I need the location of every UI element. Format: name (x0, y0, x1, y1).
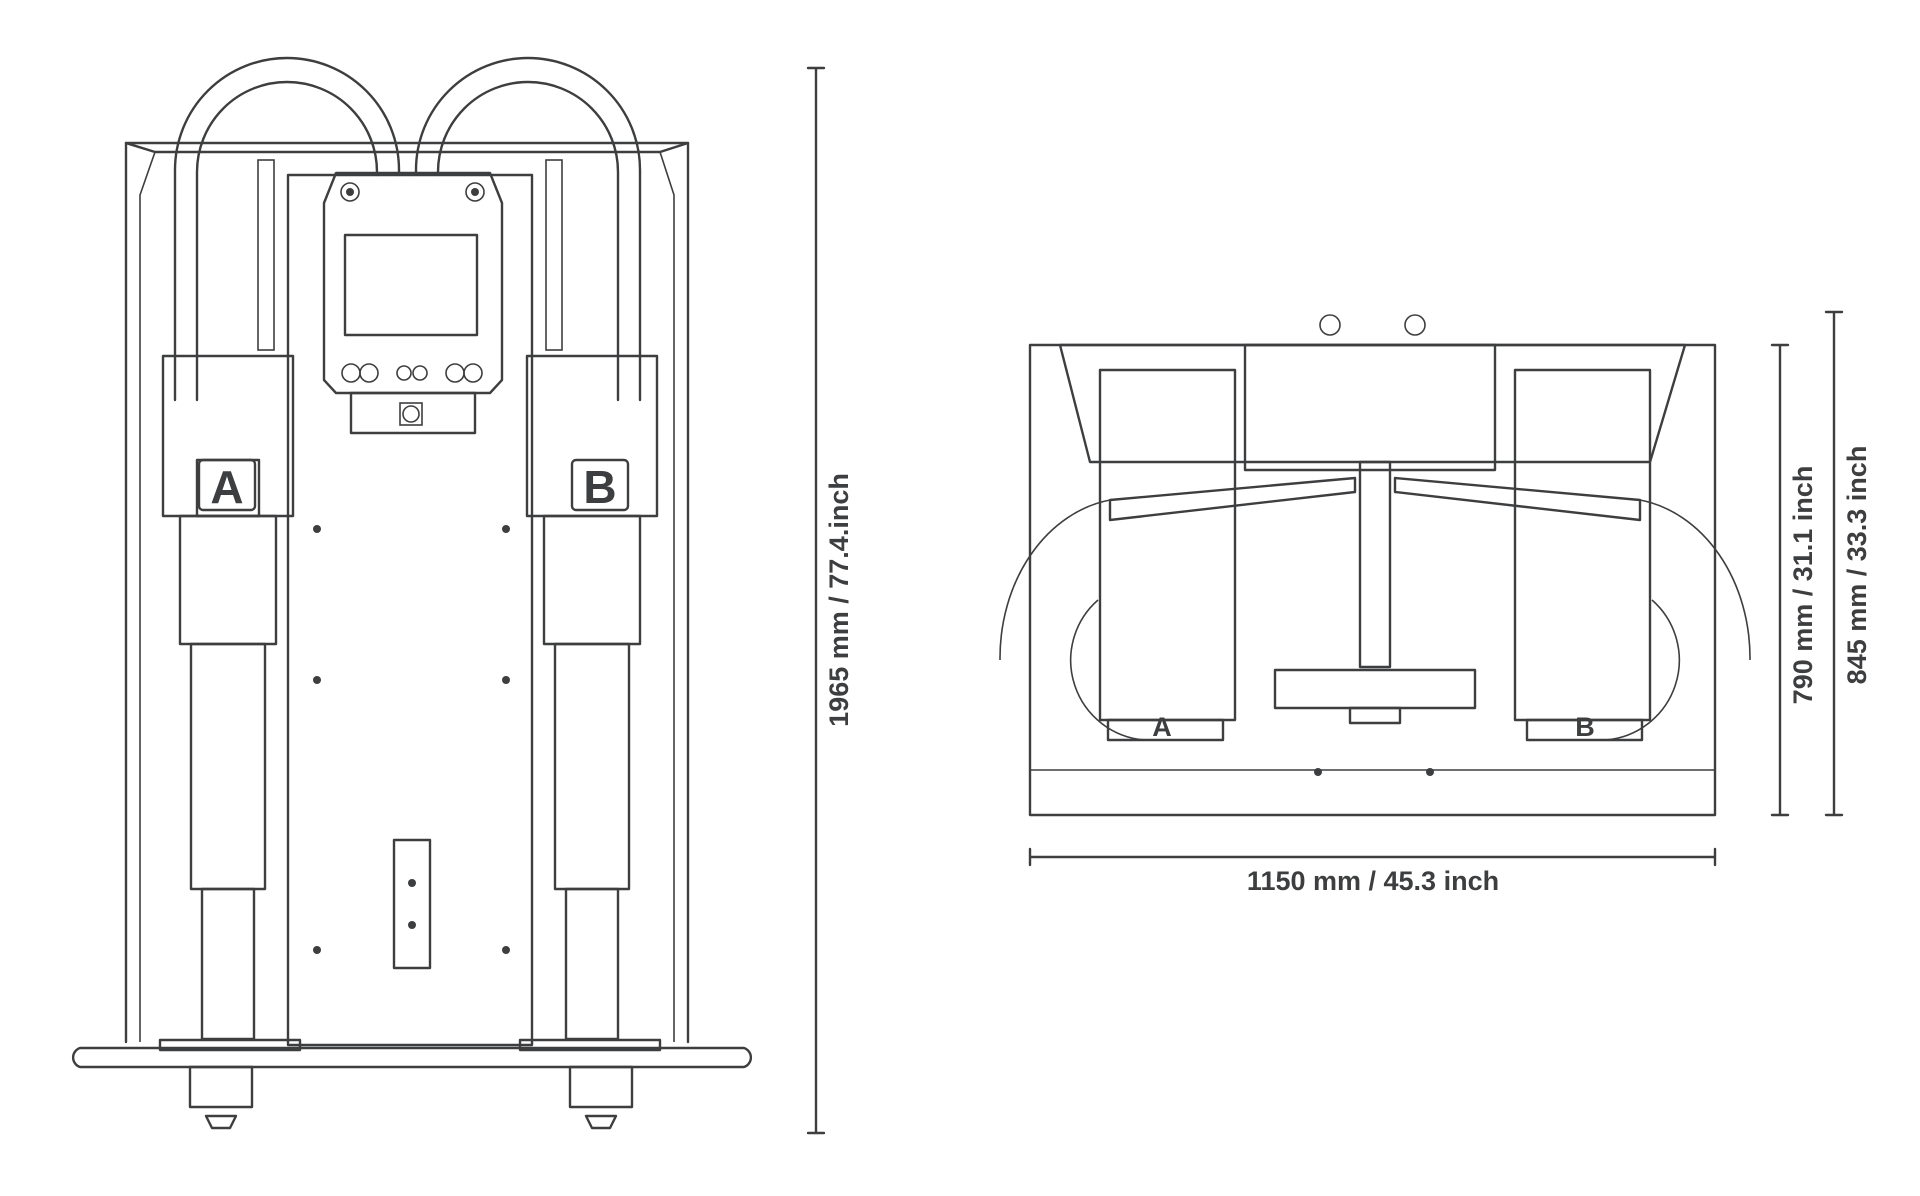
label-a-box: A (197, 458, 257, 513)
height-dimension: 1965 mm / 77.4.inch (806, 66, 854, 1135)
hose-a (173, 56, 401, 402)
hose-b (414, 56, 642, 402)
tank-b: B (1513, 368, 1751, 742)
depth-dimension-outer: 845 mm / 33.3 inch (1824, 310, 1872, 817)
cylinder-b (518, 159, 662, 1052)
control-box (322, 171, 504, 435)
tank-b-label: B (1575, 712, 1595, 742)
tank-a-label: A (1152, 712, 1172, 742)
cylinder-a (158, 159, 302, 1052)
depth-dimension-inner: 790 mm / 31.1 inch (1770, 343, 1818, 817)
width-dimension-label: 1150 mm / 45.3 inch (1247, 866, 1499, 896)
depth-inner-label: 790 mm / 31.1 inch (1788, 466, 1818, 705)
top-view: A B (999, 314, 1751, 817)
front-view: A B (71, 56, 753, 1130)
height-dimension-label: 1965 mm / 77.4.inch (824, 473, 854, 727)
label-a: A (210, 461, 243, 513)
tank-a: A (999, 368, 1237, 742)
label-b-box: B (570, 458, 630, 513)
width-dimension: 1150 mm / 45.3 inch (1028, 847, 1717, 896)
depth-outer-label: 845 mm / 33.3 inch (1842, 446, 1872, 685)
label-b: B (583, 461, 616, 513)
